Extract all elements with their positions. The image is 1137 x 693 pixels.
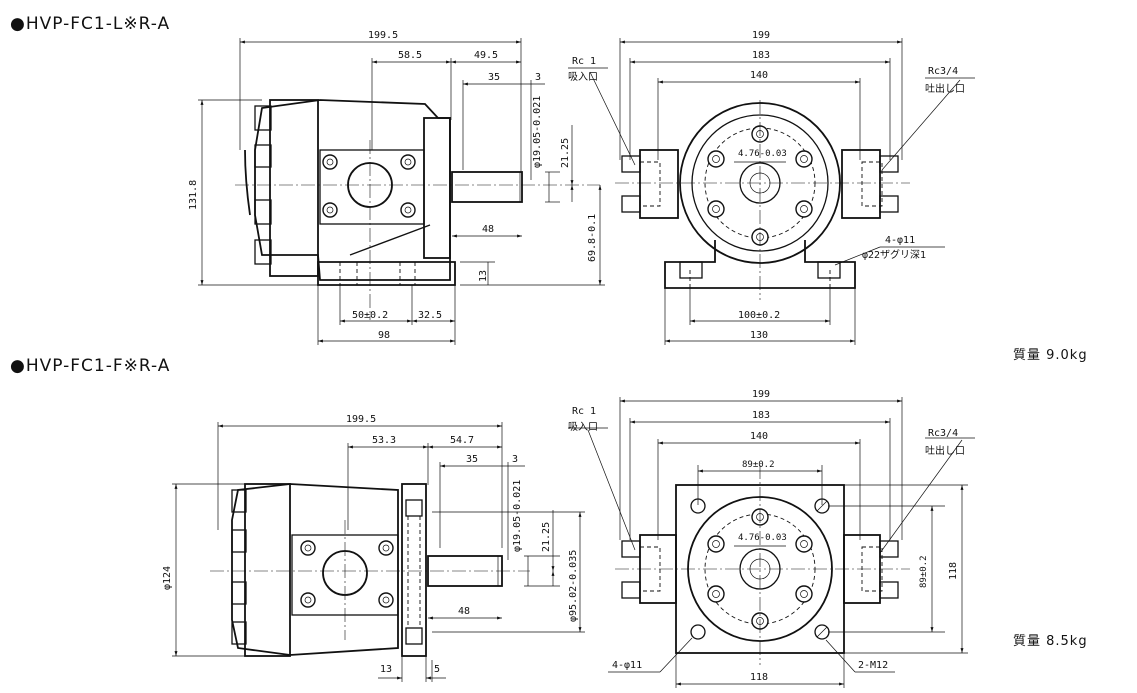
f-side-view: 199.5 53.3 54.7 35 3 φ19.05-0.021 21.25 …: [162, 414, 585, 682]
l-dim-199-5: 199.5: [368, 30, 398, 41]
ff-dim-118v: 118: [948, 562, 959, 580]
diagram-f-title: ●HVP-FC1-F※R-A: [10, 356, 171, 376]
ff-key-dim: 4.76-0.03: [738, 533, 787, 543]
l-dim-131-8: 131.8: [188, 180, 199, 210]
ff-outlet-size: Rc3/4: [928, 428, 958, 439]
f-front-view: 199 183 140 89±0.2 Rc 1 吸入口 Rc3/4 吐出し口 4…: [568, 389, 975, 688]
l-front-view: 199 183 140 Rc 1 吸入口 Rc3/4 吐出し口 4.76-0.0…: [568, 30, 975, 345]
ff-dim-89v: 89±0.2: [919, 555, 929, 588]
ff-dim-118h: 118: [750, 672, 768, 683]
ff-outlet-label: 吐出し口: [925, 444, 965, 457]
lf-inlet-size: Rc 1: [572, 56, 596, 67]
ff-dim-183: 183: [752, 410, 770, 421]
ff-inlet-size: Rc 1: [572, 406, 596, 417]
f-dim-13: 13: [380, 664, 392, 675]
ff-inlet-label: 吸入口: [568, 422, 598, 433]
lf-key-dim: 4.76-0.03: [738, 149, 787, 159]
f-dim-199-5: 199.5: [346, 414, 376, 425]
lf-outlet-size: Rc3/4: [928, 66, 958, 77]
lf-dim-140: 140: [750, 70, 768, 81]
l-dim-32-5: 32.5: [418, 310, 442, 321]
lf-dim-183: 183: [752, 50, 770, 61]
l-dim-13: 13: [478, 270, 489, 282]
l-dim-69-8: 69.8-0.1: [587, 214, 598, 262]
lf-dim-100: 100±0.2: [738, 310, 780, 321]
ff-dim-140: 140: [750, 431, 768, 442]
f-dim-35: 35: [466, 454, 478, 465]
l-dim-58-5: 58.5: [398, 50, 422, 61]
l-side-view: 199.5 58.5 49.5 35 3 φ19.05-0.021 21.25 …: [188, 30, 605, 345]
ff-holes: 4-φ11: [612, 660, 642, 671]
f-dim-shaft: φ19.05-0.021: [512, 480, 523, 552]
lf-inlet-label: 吸入口: [568, 72, 598, 83]
l-dim-35: 35: [488, 72, 500, 83]
lf-dim-199: 199: [752, 30, 770, 41]
f-dim-54-7: 54.7: [450, 435, 474, 446]
lf-counterbore: φ22ザグリ深1: [862, 248, 926, 261]
diagram-f-mass: 質量 8.5kg: [1013, 634, 1088, 649]
l-dim-98: 98: [378, 330, 390, 341]
l-dim-49-5: 49.5: [474, 50, 498, 61]
diagram-l-mass: 質量 9.0kg: [1013, 348, 1088, 363]
l-dim-48: 48: [482, 224, 494, 235]
ff-dim-199: 199: [752, 389, 770, 400]
f-dim-21-25: 21.25: [541, 522, 552, 552]
lf-outlet-label: 吐出し口: [925, 82, 965, 95]
f-dim-3: 3: [512, 454, 518, 465]
f-dim-124: φ124: [162, 566, 173, 590]
diagram-l-title: ●HVP-FC1-L※R-A: [10, 14, 171, 34]
l-dim-21-25: 21.25: [560, 138, 571, 168]
f-dim-5: 5: [434, 664, 440, 675]
l-dim-shaft: φ19.05-0.021: [532, 96, 543, 168]
f-dim-48: 48: [458, 606, 470, 617]
f-dim-53-3: 53.3: [372, 435, 396, 446]
l-dim-3: 3: [535, 72, 541, 83]
ff-taps: 2-M12: [858, 660, 888, 671]
lf-dim-130: 130: [750, 330, 768, 341]
lf-holes: 4-φ11: [885, 235, 915, 246]
f-dim-pilot: φ95.02-0.035: [568, 550, 579, 622]
ff-dim-89h: 89±0.2: [742, 460, 775, 470]
l-dim-50: 50±0.2: [352, 310, 388, 321]
